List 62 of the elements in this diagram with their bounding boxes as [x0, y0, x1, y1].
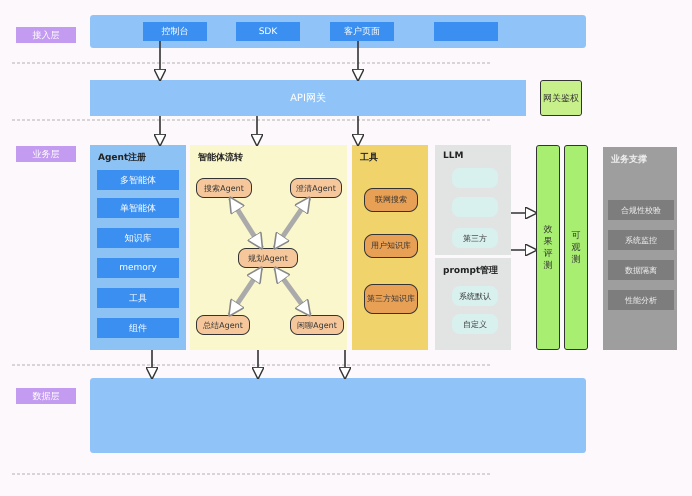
panel-title: prompt管理 — [443, 264, 498, 277]
tool-box: 联网搜索 — [364, 188, 418, 212]
arrow — [153, 41, 167, 82]
entry-box: 多智能体 — [97, 170, 179, 190]
entry-box — [434, 22, 498, 41]
arrow — [338, 350, 352, 380]
entry-box: 组件 — [97, 318, 179, 338]
module-panel — [352, 145, 428, 350]
module-panel — [603, 147, 677, 350]
layer-label: 业务层 — [16, 146, 76, 162]
entry-box: SDK — [236, 22, 300, 41]
arrow — [153, 116, 167, 147]
module-panel — [90, 145, 186, 350]
entry-box: 控制台 — [143, 22, 207, 41]
agent-box: 总结Agent — [196, 315, 250, 335]
arrow — [251, 350, 265, 380]
module-panel — [435, 258, 511, 350]
gateway-bar: API网关 — [90, 80, 526, 116]
layer-band — [90, 15, 586, 48]
arrow — [250, 116, 264, 147]
layer-band — [90, 378, 586, 453]
arrow — [272, 196, 312, 250]
metric-column — [536, 145, 560, 350]
panel-title: 智能体流转 — [198, 151, 243, 164]
entry-box: 单智能体 — [97, 198, 179, 218]
layer-label: 接入层 — [16, 27, 76, 43]
panel-title: LLM — [443, 151, 464, 161]
arrow — [351, 116, 365, 147]
arrow — [228, 266, 264, 318]
panel-title: 工具 — [360, 152, 378, 164]
model-pill: 第三方 — [452, 228, 498, 248]
support-box: 性能分析 — [608, 290, 674, 310]
tool-box: 第三方知识库 — [364, 284, 418, 314]
module-panel — [190, 145, 347, 350]
module-panel — [435, 145, 511, 255]
tool-box: 用户知识库 — [364, 234, 418, 258]
panel-title: 业务支撑 — [611, 153, 647, 166]
arrow — [511, 243, 538, 257]
agent-box: 搜索Agent — [196, 178, 252, 198]
entry-box: memory — [97, 258, 179, 278]
agent-box: 规划Agent — [238, 248, 298, 268]
layer-label: 数据层 — [16, 388, 76, 404]
support-box: 数据隔离 — [608, 260, 674, 280]
model-pill: 自定义 — [452, 314, 498, 334]
metric-column — [564, 145, 588, 350]
arrow — [228, 196, 264, 250]
arrow — [511, 206, 538, 220]
entry-box: 知识库 — [97, 228, 179, 248]
support-box: 合规性校验 — [608, 200, 674, 220]
agent-box: 澄清Agent — [290, 178, 342, 198]
arrow — [273, 266, 312, 318]
arrow — [145, 350, 159, 380]
agent-box: 闲聊Agent — [290, 315, 344, 335]
entry-box: 工具 — [97, 288, 179, 308]
column-label: 可观测 — [571, 230, 581, 266]
entry-box: 客户页面 — [330, 22, 394, 41]
support-box: 系统监控 — [608, 230, 674, 250]
panel-title: Agent注册 — [98, 151, 146, 164]
arrow — [351, 41, 365, 82]
model-pill: 系统默认 — [452, 286, 498, 306]
column-label: 效果评测 — [543, 224, 553, 272]
auth-box: 网关鉴权 — [540, 80, 582, 116]
